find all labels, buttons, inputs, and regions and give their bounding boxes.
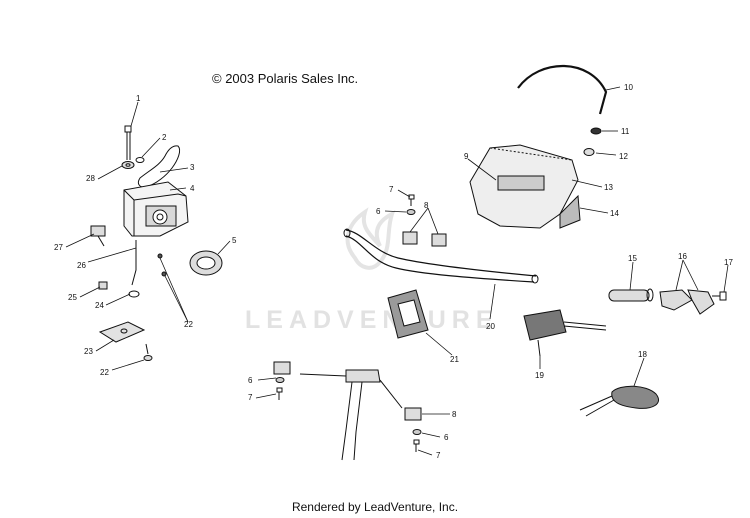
callout-20: 20 — [486, 322, 495, 331]
callout-21: 21 — [450, 355, 459, 364]
part-20-handlebar — [343, 228, 539, 284]
callout-14: 14 — [610, 209, 619, 218]
part-22-screw-a — [157, 253, 163, 259]
callout-1: 1 — [136, 94, 141, 103]
copyright-text: © 2003 Polaris Sales Inc. — [212, 71, 359, 86]
callout-16: 16 — [678, 252, 687, 261]
part-25-connector — [98, 281, 108, 290]
callout-labels: 1 2 3 4 5 6 7 8 9 10 11 12 13 14 15 16 1… — [54, 83, 733, 460]
part-2-washer — [135, 157, 145, 163]
callout-6-left: 6 — [248, 376, 253, 385]
footer-text: Rendered by LeadVenture, Inc. — [291, 500, 459, 514]
part-17-bolt — [712, 291, 727, 301]
callout-7-left: 7 — [248, 393, 253, 402]
part-28-nut — [121, 161, 135, 169]
part-11-nut — [590, 127, 602, 135]
callout-4: 4 — [190, 184, 195, 193]
callout-3: 3 — [190, 163, 195, 172]
callout-7-upper: 7 — [389, 185, 394, 194]
part-23-cover-plate — [98, 321, 146, 343]
part-27-clamp — [90, 225, 106, 247]
part-9-13-14-pod — [469, 144, 581, 229]
callout-28: 28 — [86, 174, 95, 183]
part-10-wire — [517, 64, 608, 115]
part-3-throttle-lever — [137, 145, 181, 188]
leader-lines — [65, 86, 729, 456]
callout-8-upper: 8 — [424, 201, 429, 210]
part-21-pad — [387, 289, 429, 339]
callout-13: 13 — [604, 183, 613, 192]
callout-22-upper: 22 — [184, 320, 193, 329]
callout-25: 25 — [68, 293, 77, 302]
callout-2: 2 — [162, 133, 167, 142]
part-24-clip — [128, 290, 140, 298]
callout-27: 27 — [54, 243, 63, 252]
part-22-screw-b — [161, 271, 167, 277]
callout-18: 18 — [638, 350, 647, 359]
part-7-bolt-left — [276, 387, 283, 400]
part-6-washer-upper — [406, 209, 416, 215]
part-12-nut — [583, 148, 595, 156]
part-1-bolt — [124, 125, 132, 160]
callout-10: 10 — [624, 83, 633, 92]
callout-15: 15 — [628, 254, 637, 263]
callout-7-lower: 7 — [436, 451, 441, 460]
part-22-lower-screw — [143, 343, 153, 361]
part-19-switch — [523, 309, 607, 357]
callout-8-lower: 8 — [452, 410, 457, 419]
steering-post — [299, 369, 403, 461]
callout-22-lower: 22 — [100, 368, 109, 377]
part-7-bolt-upper — [408, 194, 415, 206]
part-6-washer-lower — [412, 429, 422, 435]
part-15-grip — [608, 288, 654, 302]
part-6-washer-left — [275, 377, 285, 383]
callout-12: 12 — [619, 152, 628, 161]
watermark-logo — [345, 207, 396, 270]
callout-11: 11 — [621, 127, 630, 136]
callout-5: 5 — [232, 236, 237, 245]
callout-6-upper: 6 — [376, 207, 381, 216]
part-8-clamp-left — [273, 361, 291, 375]
part-16-grip-ends — [659, 289, 715, 315]
callout-24: 24 — [95, 301, 104, 310]
part-18-heater — [579, 385, 659, 417]
part-8-clamps-upper — [402, 231, 447, 247]
callout-23: 23 — [84, 347, 93, 356]
callout-6-lower: 6 — [444, 433, 449, 442]
watermark-text: LEADVENTURE — [245, 306, 499, 334]
part-26-wire — [131, 240, 137, 286]
callout-26: 26 — [77, 261, 86, 270]
callout-17: 17 — [724, 258, 733, 267]
part-7-bolt-lower — [413, 439, 420, 452]
part-4-throttle-housing — [123, 181, 189, 237]
callout-19: 19 — [535, 371, 544, 380]
callout-9: 9 — [464, 152, 469, 161]
part-5-ring — [189, 250, 223, 276]
part-8-clamp-lower — [404, 407, 422, 421]
